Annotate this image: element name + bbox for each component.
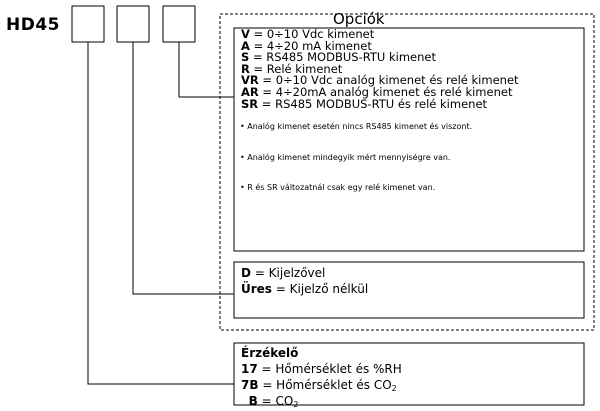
option-code: S xyxy=(241,50,250,65)
display-line: D = Kijelzővel xyxy=(241,265,368,281)
sensor-line: B = CO2 xyxy=(241,393,402,409)
display-box xyxy=(233,261,585,319)
option-text: = 0÷10 Vdc analóg kimenet és relé kimene… xyxy=(262,73,519,88)
subscript: 2 xyxy=(293,400,299,409)
leader-options xyxy=(178,42,234,98)
leader-display xyxy=(132,42,234,295)
sensor-line: 17 = Hőmérséklet és %RH xyxy=(241,361,402,377)
subscript: 2 xyxy=(391,384,397,393)
sensor-code: B xyxy=(248,394,258,408)
option-code: A xyxy=(241,38,250,53)
option-text: = 4÷20 mA kimenet xyxy=(253,38,372,53)
code-box-sensor xyxy=(71,5,105,43)
option-code: AR xyxy=(241,84,259,99)
option-text: = Relé kimenet xyxy=(253,61,343,76)
option-code: R xyxy=(241,61,250,76)
note-analog: • Analóg kimenet mindegyik mért mennyisé… xyxy=(240,153,451,162)
options-list: V = 0÷10 Vdc kimenet A = 4÷20 mA kimenet… xyxy=(241,27,519,111)
option-line: R = Relé kimenet xyxy=(241,61,519,76)
option-text: = 4÷20mA analóg kimenet és relé kimenet xyxy=(262,84,513,99)
option-line: V = 0÷10 Vdc kimenet xyxy=(241,27,519,41)
option-text: = RS485 MODBUS-RTU kimenet xyxy=(252,50,436,65)
option-text: = RS485 MODBUS-RTU és relé kimenet xyxy=(261,96,488,111)
option-text: = 0÷10 Vdc kimenet xyxy=(253,27,375,41)
display-text: = Kijelző nélkül xyxy=(271,282,369,296)
sensor-list: Érzékelő 17 = Hőmérséklet és %RH 7B = Hő… xyxy=(241,345,402,409)
leader-sensor xyxy=(87,42,234,385)
options-group-dashed xyxy=(219,13,595,331)
option-line: AR = 4÷20mA analóg kimenet és relé kimen… xyxy=(241,84,519,99)
sensor-title: Érzékelő xyxy=(241,346,299,360)
options-box xyxy=(233,27,585,252)
code-box-options xyxy=(162,5,196,43)
option-code: SR xyxy=(241,96,259,111)
display-list: D = Kijelzővel Üres = Kijelző nélkül xyxy=(241,265,368,297)
sensor-text: = Hőmérséklet és %RH xyxy=(257,362,402,376)
code-box-display xyxy=(116,5,150,43)
sensor-line: 7B = Hőmérséklet és CO2 xyxy=(241,377,402,393)
display-line: Üres = Kijelző nélkül xyxy=(241,281,368,297)
options-title: Opciók xyxy=(333,10,385,28)
sensor-text: = CO xyxy=(257,394,294,408)
option-line: VR = 0÷10 Vdc analóg kimenet és relé kim… xyxy=(241,75,519,87)
sensor-text: = Hőmérséklet és CO xyxy=(258,378,392,392)
option-line: SR = RS485 MODBUS-RTU és relé kimenet xyxy=(241,96,519,111)
display-code: D xyxy=(241,266,251,280)
model-code: HD45 xyxy=(6,15,60,35)
option-line: A = 4÷20 mA kimenet xyxy=(241,38,519,53)
note-rs485: • Analóg kimenet esetén nincs RS485 kime… xyxy=(240,122,473,131)
option-code: V xyxy=(241,27,250,41)
option-code: VR xyxy=(241,73,259,88)
option-line: S = RS485 MODBUS-RTU kimenet xyxy=(241,50,519,65)
sensor-code: 7B xyxy=(241,378,259,392)
display-code: Üres xyxy=(241,282,272,296)
sensor-code: 17 xyxy=(241,362,258,376)
note-relay: • R és SR változatnál csak egy relé kime… xyxy=(240,183,436,192)
display-text: = Kijelzővel xyxy=(250,266,326,280)
sensor-box xyxy=(233,342,585,406)
